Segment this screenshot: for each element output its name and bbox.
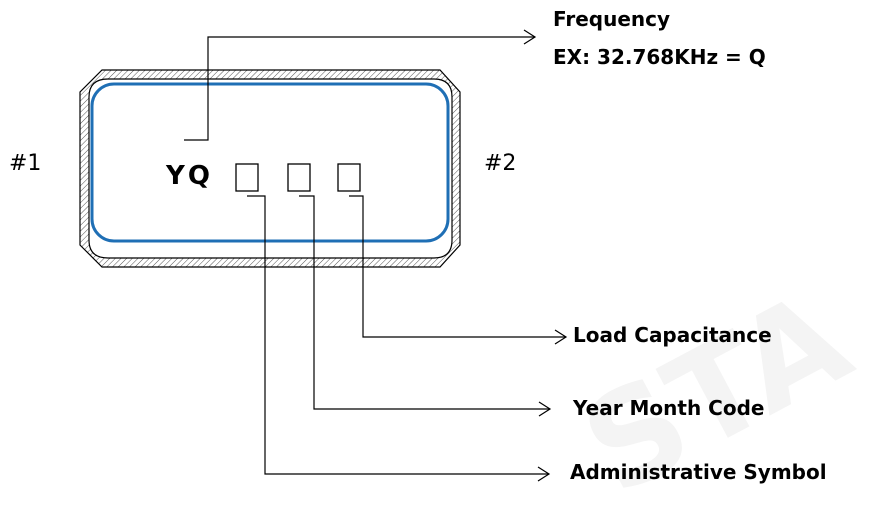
frequency-arrow-head	[523, 29, 537, 45]
marking-box-1	[235, 163, 259, 192]
pin-1-label: #1	[9, 151, 42, 176]
pin-2-label: #2	[484, 151, 517, 176]
crystal-marking-diagram	[79, 29, 568, 482]
frequency-title: Frequency	[553, 7, 671, 31]
year-month-code-label: Year Month Code	[573, 396, 765, 420]
administrative-symbol-arrow-head	[537, 466, 551, 482]
load-capacitance-leader-line	[349, 195, 566, 338]
marking-box-2	[287, 163, 311, 192]
load-capacitance-arrow-head	[554, 329, 568, 345]
year-month-code-arrow-head	[538, 401, 552, 417]
package-outline	[79, 69, 461, 268]
marking-prefix: YQ	[166, 161, 213, 191]
frequency-leader-line	[184, 36, 535, 141]
year-month-code-leader-line	[299, 195, 550, 410]
load-capacitance-label: Load Capacitance	[573, 323, 772, 347]
administrative-symbol-leader-line	[247, 195, 549, 475]
marking-box-3	[337, 163, 361, 192]
administrative-symbol-label: Administrative Symbol	[570, 460, 827, 484]
frequency-example: EX: 32.768KHz = Q	[553, 45, 766, 69]
inner-outline	[90, 82, 450, 243]
